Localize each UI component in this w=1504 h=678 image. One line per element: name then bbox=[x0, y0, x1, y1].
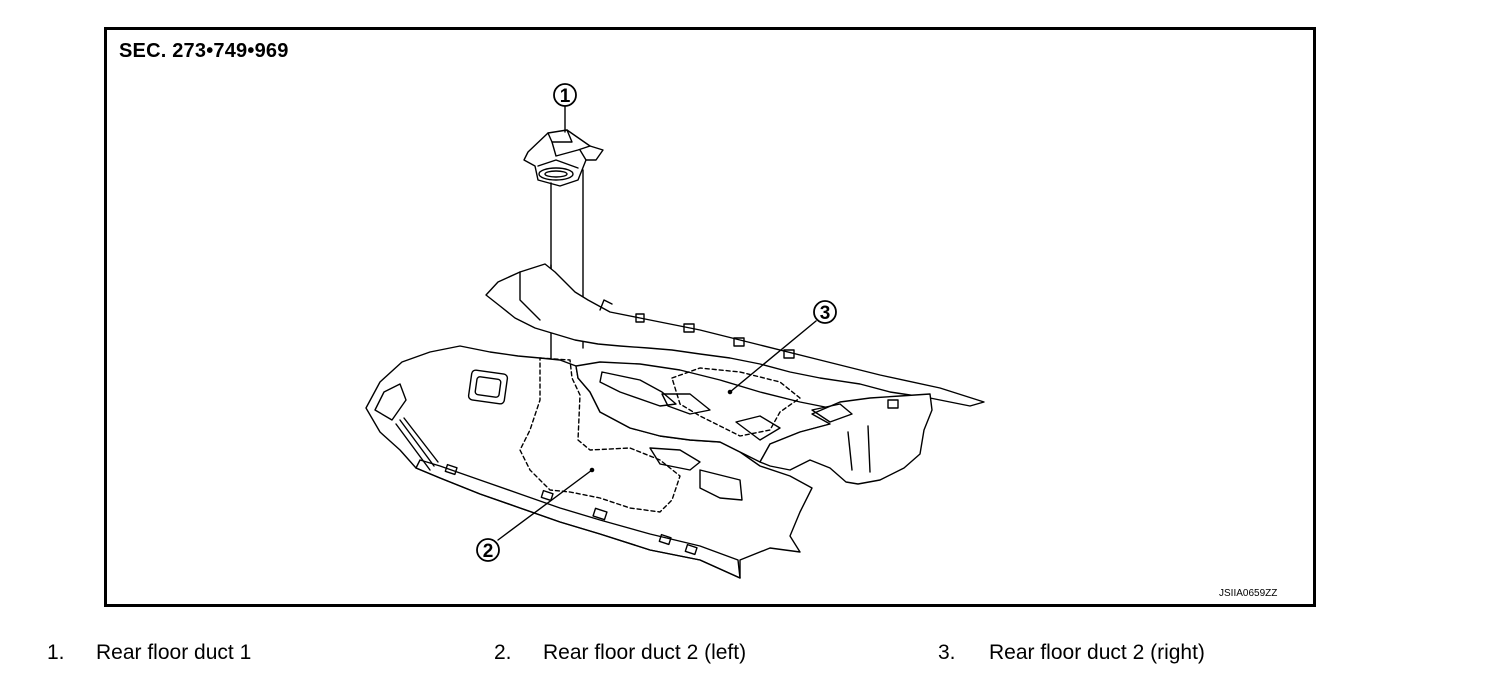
legend-label: Rear floor duct 1 bbox=[96, 641, 252, 664]
diagram-frame bbox=[104, 27, 1316, 607]
rear-floor-duct-1-part bbox=[523, 129, 604, 187]
legend-number: 1. bbox=[47, 641, 65, 664]
callout-2-leader bbox=[497, 469, 593, 541]
callout-1: 1 bbox=[553, 83, 577, 107]
figure-code: JSIIA0659ZZ bbox=[1219, 588, 1278, 599]
floor-panel bbox=[365, 263, 985, 579]
rear-floor-duct-2-right-outline bbox=[671, 367, 801, 437]
section-reference: SEC. 273•749•969 bbox=[119, 40, 289, 62]
legend-label: Rear floor duct 2 (left) bbox=[543, 641, 747, 664]
callout-2: 2 bbox=[476, 538, 500, 562]
callout-3: 3 bbox=[813, 300, 837, 324]
rear-floor-duct-2-left-outline bbox=[519, 357, 681, 513]
callout-3-leader bbox=[729, 320, 817, 393]
callout-1-number: 1 bbox=[560, 86, 571, 107]
callout-2-number: 2 bbox=[483, 541, 494, 562]
callout-3-number: 3 bbox=[820, 303, 831, 324]
legend-label: Rear floor duct 2 (right) bbox=[989, 641, 1205, 664]
legend-number: 3. bbox=[938, 641, 956, 664]
legend-number: 2. bbox=[494, 641, 512, 664]
